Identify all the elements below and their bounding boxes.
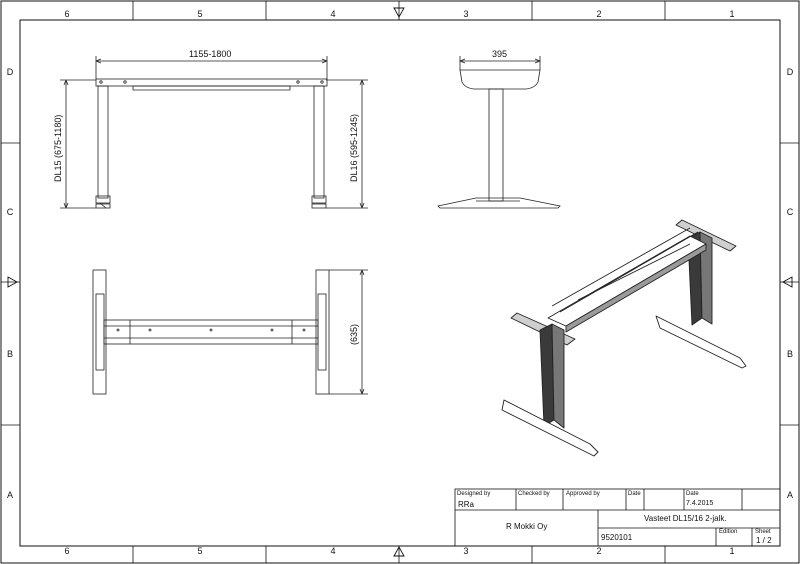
company-name: R Mokki Oy [506, 522, 548, 531]
centering-arrows [7, 7, 793, 557]
zone-label-col: 4 [330, 546, 336, 556]
zone-label-row: A [6, 490, 13, 500]
zone-label-col: 3 [463, 546, 469, 556]
dl15-height-dimension: DL15 (675-1180) [53, 114, 63, 182]
approved-by-label: Approved by [566, 491, 600, 497]
drawing-number: 9520101 [601, 533, 633, 542]
date-value: 7.4.2015 [686, 500, 714, 507]
designed-by-value: RRa [458, 500, 475, 509]
side-view [437, 56, 561, 209]
zone-label-col: 5 [197, 546, 203, 556]
zone-label-col: 2 [596, 546, 602, 556]
date-label: Date [686, 491, 699, 497]
zone-label-col: 5 [197, 9, 203, 19]
zone-label-col: 3 [463, 9, 469, 19]
zone-label-col: 6 [64, 546, 70, 556]
edition-label: Edition [719, 529, 738, 535]
drawing-title: Vasteet DL15/16 2-jalk. [644, 514, 727, 523]
zone-label-col: 4 [330, 9, 336, 19]
top-view [92, 269, 368, 395]
width-dimension: 1155-1800 [189, 49, 232, 59]
zone-label-row: D [6, 67, 14, 77]
zone-label-row: D [786, 67, 794, 77]
zone-label-row: A [786, 490, 793, 500]
isometric-view [501, 219, 747, 457]
title-block-lines [454, 488, 781, 547]
sheet-label: Sheet [755, 529, 771, 535]
depth-dimension: 395 [492, 49, 508, 59]
frame-depth-dimension: (635) [349, 323, 359, 345]
zone-label-col: 1 [729, 546, 735, 556]
approved-date-label: Date [628, 491, 641, 497]
zone-label-row: C [6, 207, 14, 217]
zone-label-row: B [786, 349, 793, 359]
designed-by-label: Designed by [457, 491, 491, 497]
zone-label-row: B [6, 349, 13, 359]
checked-by-label: Checked by [518, 491, 550, 497]
zone-label-col: 1 [729, 9, 735, 19]
zone-label-col: 6 [64, 9, 70, 19]
dl16-height-dimension: DL16 (595-1245) [349, 113, 359, 182]
sheet-value: 1 / 2 [756, 536, 772, 545]
front-view [60, 56, 368, 209]
zone-label-row: C [786, 207, 794, 217]
zone-label-col: 2 [596, 9, 602, 19]
